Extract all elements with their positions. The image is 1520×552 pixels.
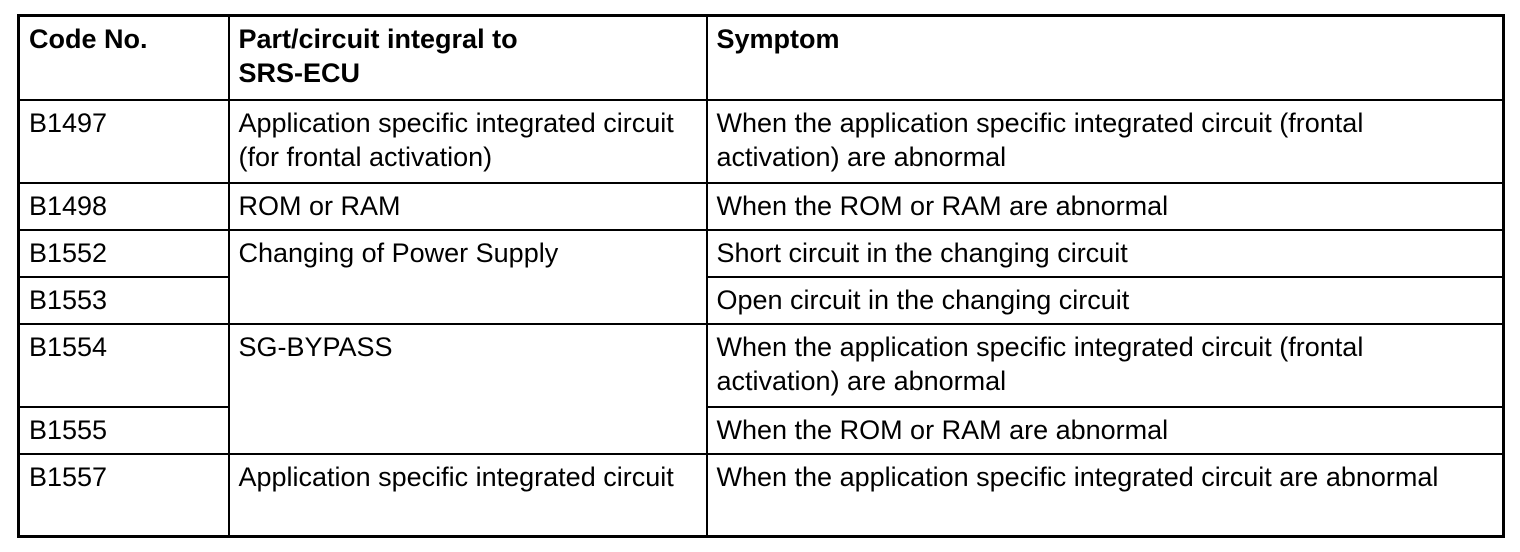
code-cell: B1553 [17, 275, 230, 325]
symptom-cell: Open circuit in the changing circuit [705, 275, 1505, 325]
code-cell: B1554 [17, 322, 230, 408]
table-row-b1497: B1497 Application specific integrated ci… [17, 98, 1505, 184]
part-cell-merged: SG-BYPASS [227, 322, 708, 455]
code-cell: B1552 [17, 228, 230, 278]
col-header-part-circuit: Part/circuit integral to SRS-ECU [227, 14, 708, 101]
code-cell: B1498 [17, 181, 230, 231]
part-cell: Application specific integrated circuit [227, 452, 708, 538]
col-header-code-no: Code No. [17, 14, 230, 101]
code-cell: B1557 [17, 452, 230, 538]
symptom-cell: When the ROM or RAM are abnormal [705, 405, 1505, 455]
dtc-table: Code No. Part/circuit integral to SRS-EC… [17, 14, 1505, 538]
symptom-cell: When the application specific integrated… [705, 452, 1505, 538]
code-cell: B1497 [17, 98, 230, 184]
symptom-cell: When the application specific integrated… [705, 322, 1505, 408]
part-cell: ROM or RAM [227, 181, 708, 231]
table-row-b1557: B1557 Application specific integrated ci… [17, 452, 1505, 538]
table-row-b1555: B1555 When the ROM or RAM are abnormal [17, 405, 1505, 455]
table-row-b1553: B1553 Open circuit in the changing circu… [17, 275, 1505, 325]
symptom-cell: Short circuit in the changing circuit [705, 228, 1505, 278]
code-cell: B1555 [17, 405, 230, 455]
header-row: Code No. Part/circuit integral to SRS-EC… [17, 14, 1505, 101]
table-row-b1552: B1552 Changing of Power Supply Short cir… [17, 228, 1505, 325]
part-cell-merged: Changing of Power Supply [227, 228, 708, 325]
table-row-b1554: B1554 SG-BYPASS When the application spe… [17, 322, 1505, 455]
part-cell: Application specific integrated circuit … [227, 98, 708, 184]
symptom-cell: When the ROM or RAM are abnormal [705, 181, 1505, 231]
symptom-cell: When the application specific integrated… [705, 98, 1505, 184]
table-row-b1498: B1498 ROM or RAM When the ROM or RAM are… [17, 181, 1505, 231]
col-header-symptom: Symptom [705, 14, 1505, 101]
